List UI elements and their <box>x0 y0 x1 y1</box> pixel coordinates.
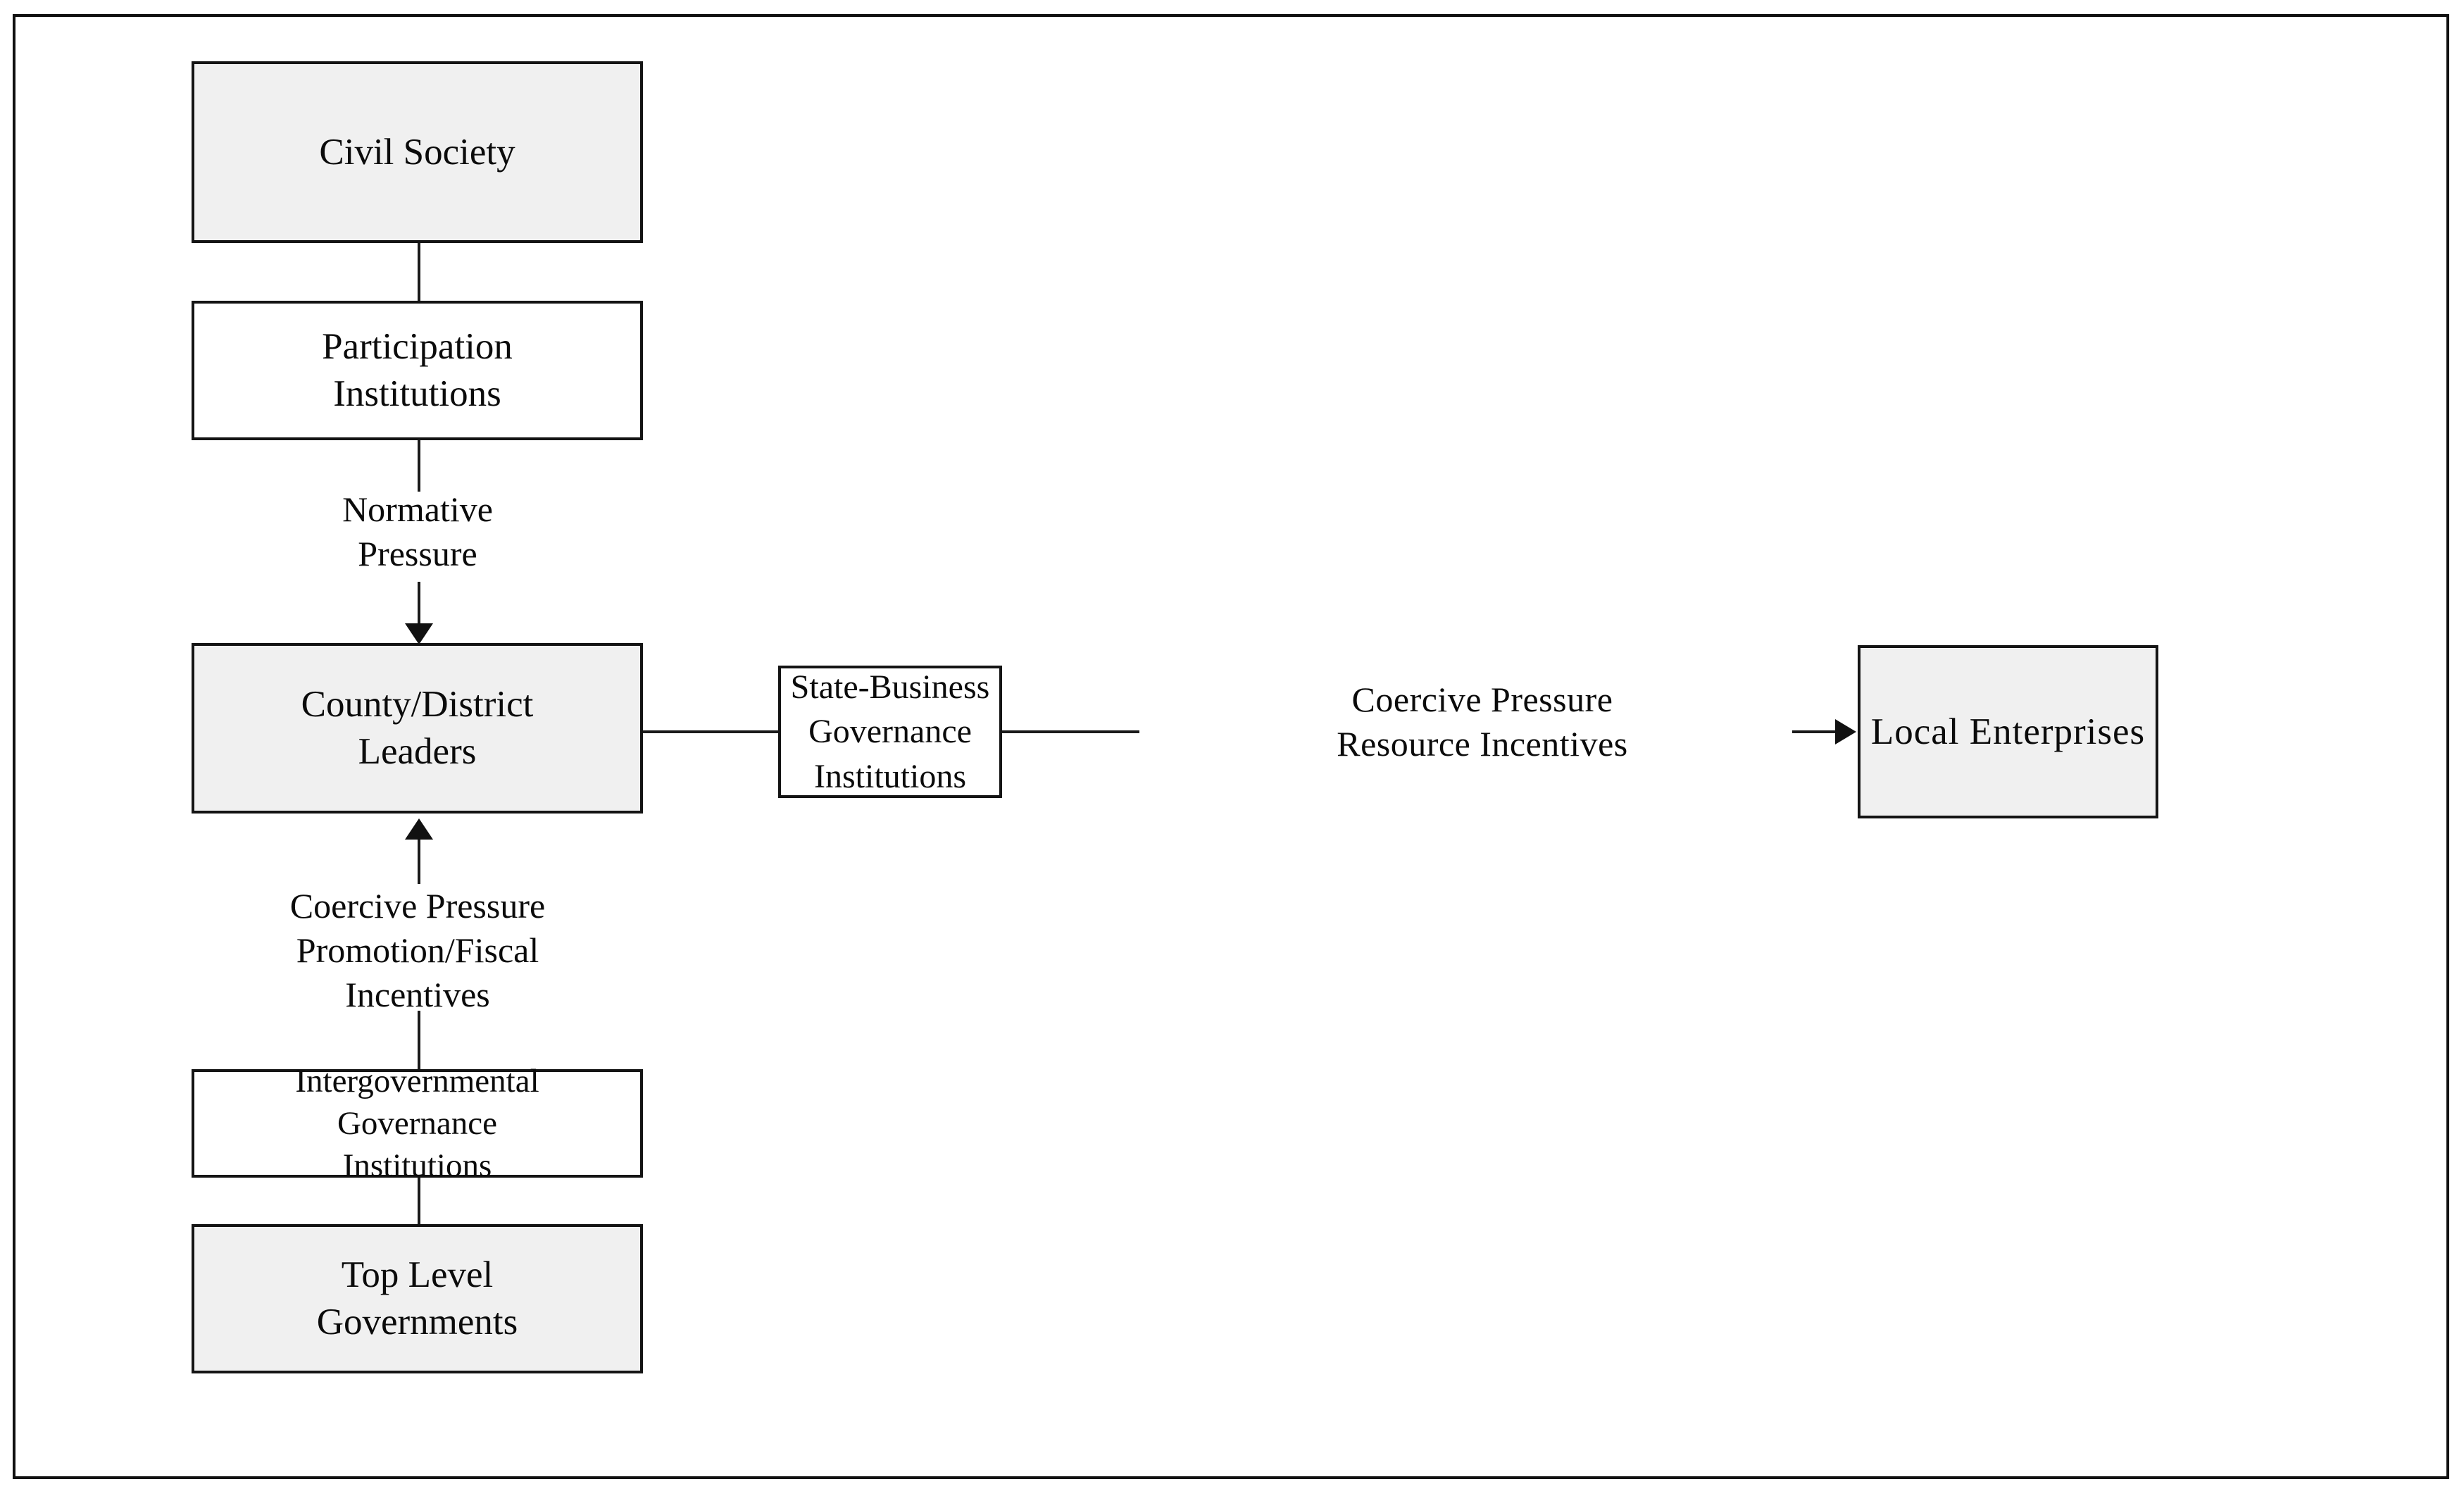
connector-normative-label-to-county-leaders <box>418 582 420 625</box>
edge-label-coercive-resource-line-1: Coercive Pressure <box>1351 680 1613 719</box>
node-intergovernmental-governance-institutions[interactable]: Intergovernmental Governance Institution… <box>192 1063 643 1184</box>
connector-top-level-governments-to-intergovernmental <box>418 1178 420 1224</box>
node-state-business-governance-institutions-label: State-Business Governance Institutions <box>784 665 997 799</box>
node-top-level-governments-label: Top Level Governments <box>310 1252 525 1346</box>
connector-participation-to-normative-label <box>418 440 420 492</box>
arrowhead-up-into-county-leaders <box>405 818 433 840</box>
connector-intergovernmental-to-coercive-label <box>418 1011 420 1069</box>
node-participation-line-2: Institutions <box>333 373 501 414</box>
node-civil-society-label: Civil Society <box>319 131 515 173</box>
node-state-business-governance-institutions[interactable]: State-Business Governance Institutions <box>778 666 1002 798</box>
node-intergov-line-2: Governance <box>337 1104 498 1142</box>
node-participation-institutions-label: Participation Institutions <box>315 323 520 418</box>
connector-state-business-to-coercive-resource-label <box>1002 730 1139 733</box>
edge-label-coercive-pressure-promotion-fiscal-incentives: Coercive Pressure Promotion/Fiscal Incen… <box>164 884 671 1017</box>
node-county-line-2: Leaders <box>358 731 477 772</box>
node-top-level-line-2: Governments <box>316 1302 518 1342</box>
edge-label-coercive-promotion-line-2: Promotion/Fiscal <box>296 930 539 970</box>
node-intergov-line-3: Institutions <box>342 1147 492 1185</box>
node-local-enterprises-label: Local Enterprises <box>1870 711 2146 752</box>
edge-label-coercive-promotion-line-1: Coercive Pressure <box>289 886 546 925</box>
node-state-business-line-3: Institutions <box>813 757 967 795</box>
node-participation-institutions[interactable]: Participation Institutions <box>192 301 643 440</box>
node-county-district-leaders-label: County/District Leaders <box>294 681 541 775</box>
node-intergovernmental-governance-institutions-label: Intergovernmental Governance Institution… <box>288 1060 546 1187</box>
connector-civil-society-to-participation <box>418 243 420 301</box>
node-civil-society[interactable]: Civil Society <box>192 61 643 243</box>
edge-label-normative-pressure: Normative Pressure <box>206 487 629 576</box>
node-local-enterprises[interactable]: Local Enterprises <box>1858 645 2158 818</box>
connector-county-leaders-to-state-business <box>643 730 778 733</box>
node-participation-line-1: Participation <box>322 326 513 368</box>
node-top-level-line-1: Top Level <box>341 1254 494 1296</box>
node-intergov-line-1: Intergovernmental <box>295 1062 539 1099</box>
edge-label-normative-line-1: Normative <box>342 490 493 529</box>
arrowhead-right-into-local-enterprises <box>1835 719 1856 744</box>
edge-label-coercive-resource-line-2: Resource Incentives <box>1337 724 1628 763</box>
node-state-business-line-1: State-Business <box>790 668 990 706</box>
node-county-line-1: County/District <box>301 684 534 725</box>
edge-label-normative-line-2: Pressure <box>358 534 477 573</box>
arrowhead-down-into-county-leaders <box>405 623 433 644</box>
node-top-level-governments[interactable]: Top Level Governments <box>192 1224 643 1373</box>
node-state-business-line-2: Governance <box>808 713 972 751</box>
connector-coercive-label-to-county-leaders <box>418 840 420 884</box>
edge-label-coercive-promotion-line-3: Incentives <box>345 975 490 1014</box>
connector-coercive-resource-label-to-local-enterprises <box>1792 730 1837 733</box>
edge-label-coercive-pressure-resource-incentives: Coercive Pressure Resource Incentives <box>1169 678 1796 766</box>
node-county-district-leaders[interactable]: County/District Leaders <box>192 643 643 814</box>
